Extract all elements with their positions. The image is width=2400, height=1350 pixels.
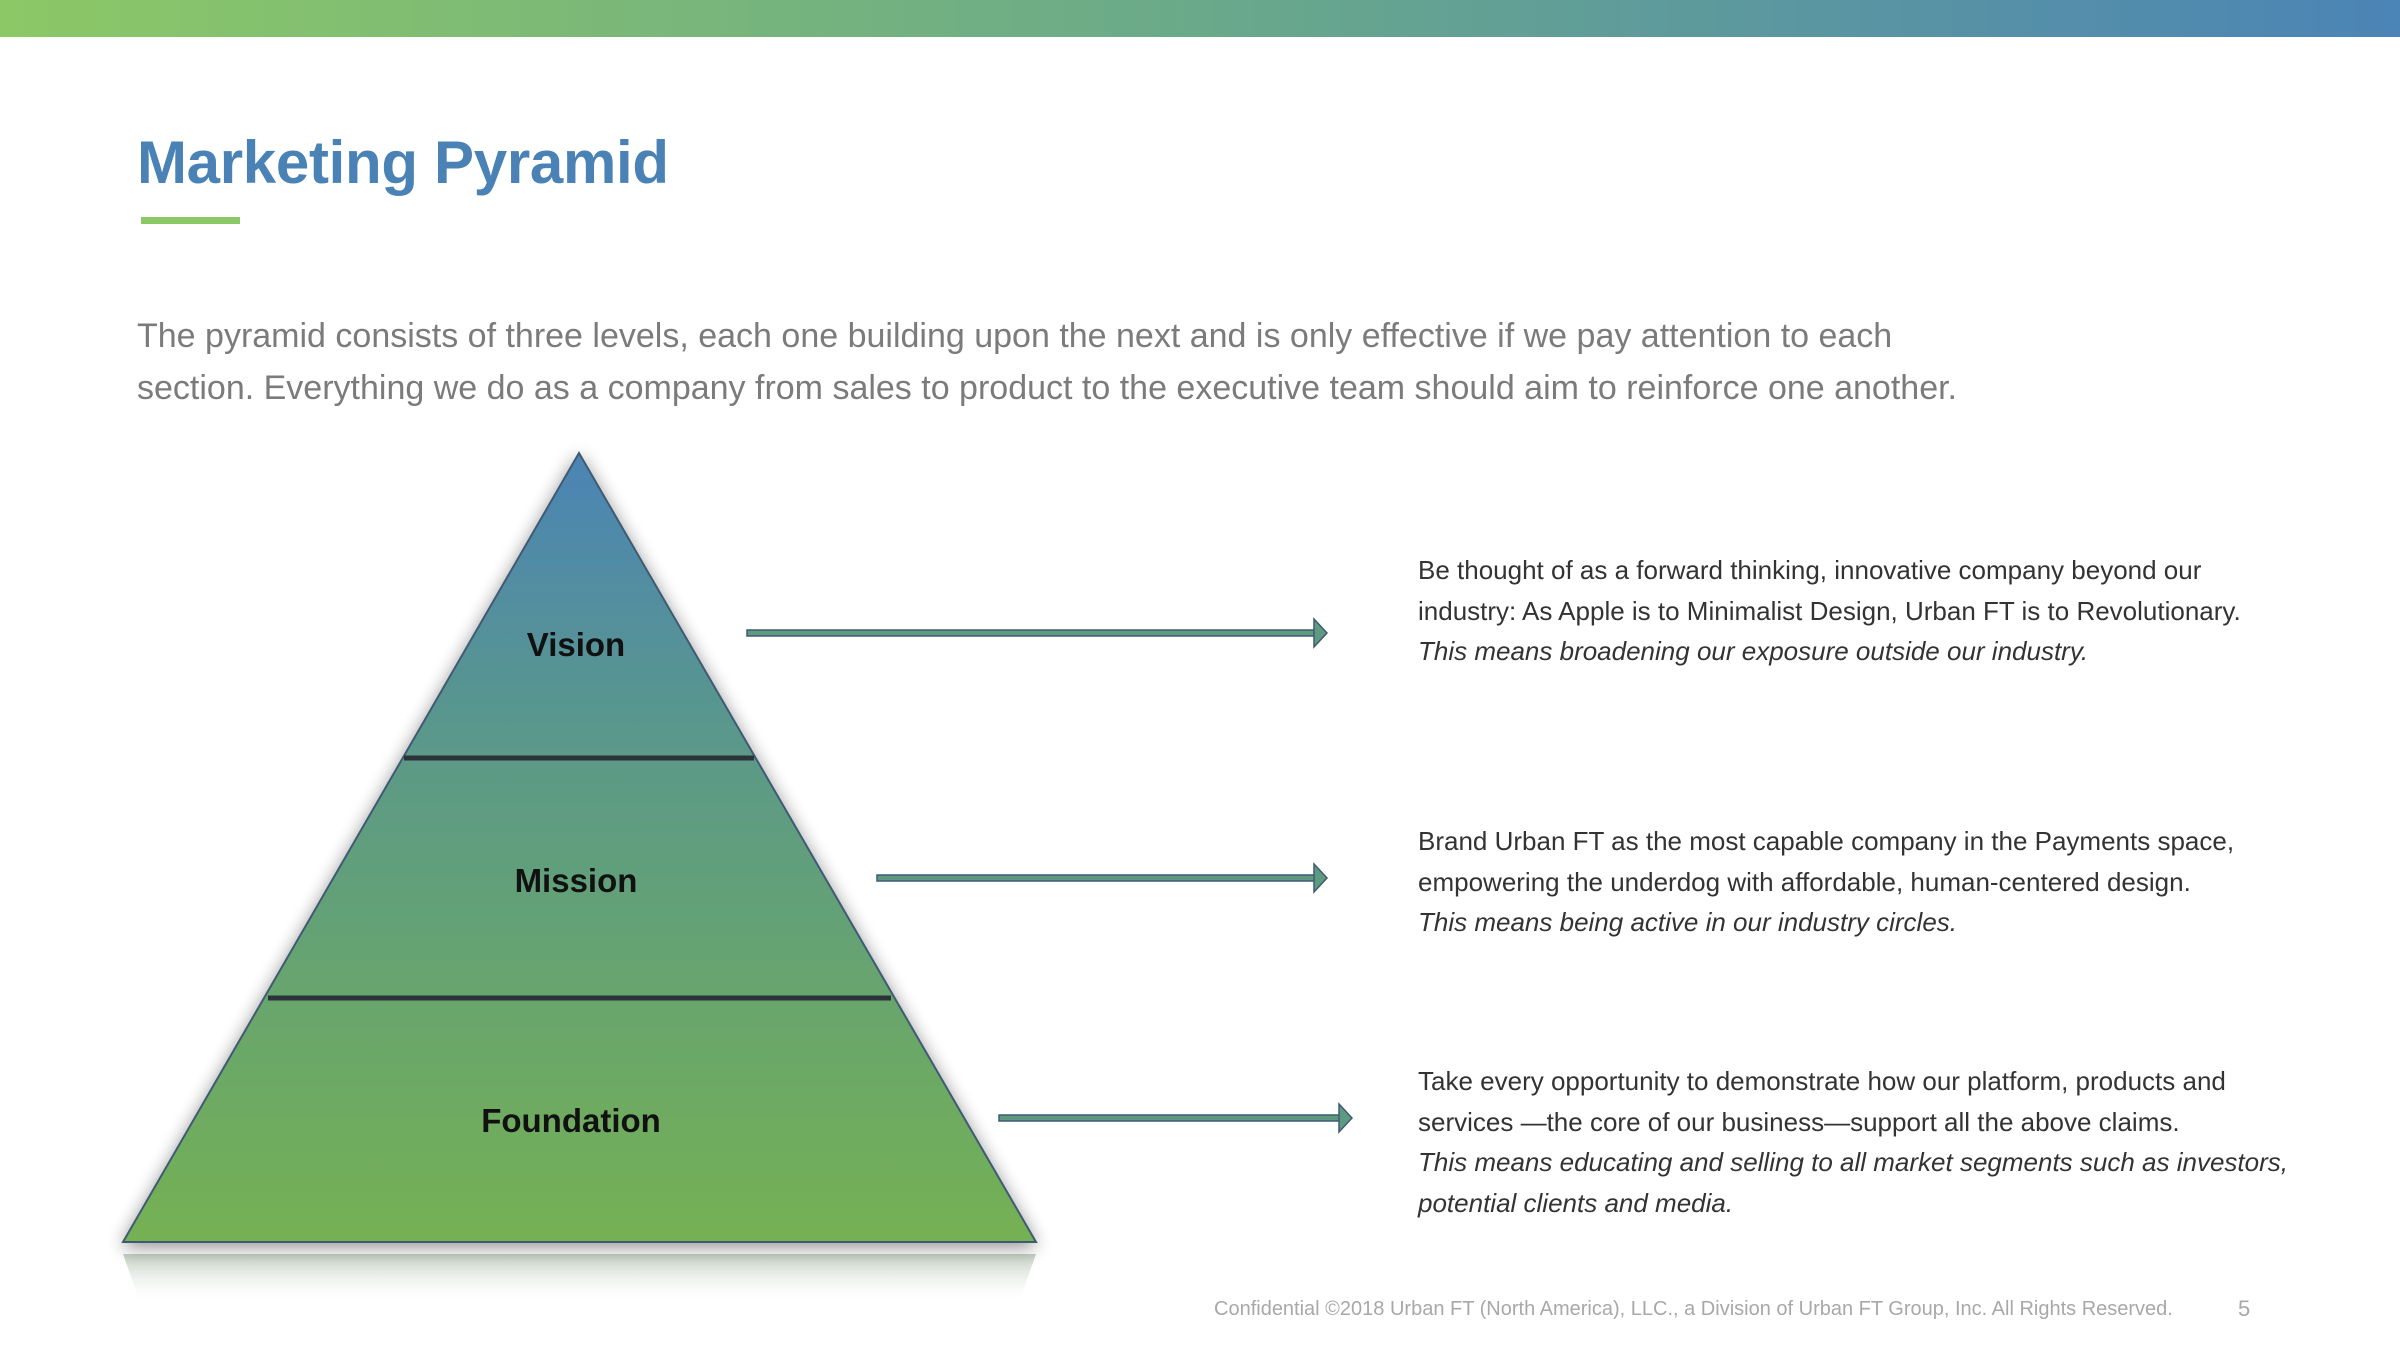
arrow-foundation (998, 1102, 1354, 1134)
level-label-foundation: Foundation (481, 1102, 661, 1139)
title-underline (141, 217, 240, 224)
description-line: Take every opportunity to demonstrate ho… (1418, 1066, 2226, 1096)
description-line: Brand Urban FT as the most capable compa… (1418, 826, 2235, 856)
description-emphasis: potential clients and media. (1418, 1187, 1734, 1218)
description-line: Be thought of as a forward thinking, inn… (1418, 555, 2202, 585)
pyramid-reflection (123, 1254, 1036, 1305)
description-emphasis: This means educating and selling to all … (1418, 1147, 2288, 1177)
top-gradient-bar (0, 0, 2400, 37)
arrow-mission (876, 862, 1329, 894)
mission-description: Brand Urban FT as the most capable compa… (1418, 821, 2318, 943)
vision-description: Be thought of as a forward thinking, inn… (1418, 550, 2318, 672)
intro-text: The pyramid consists of three levels, ea… (137, 310, 2237, 414)
description-line: industry: As Apple is to Minimalist Desi… (1418, 595, 2241, 626)
foundation-description: Take every opportunity to demonstrate ho… (1418, 1061, 2318, 1223)
description-emphasis: This means broadening our exposure outsi… (1418, 636, 2089, 666)
pyramid-shape (121, 451, 1038, 1243)
footer-copyright: Confidential ©2018 Urban FT (North Ameri… (1214, 1298, 2173, 1320)
intro-line: The pyramid consists of three levels, ea… (137, 317, 1893, 355)
arrow-vision (746, 617, 1329, 649)
slide-title: Marketing Pyramid (137, 129, 669, 196)
intro-line: section. Everything we do as a company f… (137, 369, 1957, 407)
level-label-vision: Vision (527, 626, 625, 663)
description-line: empowering the underdog with affordable,… (1418, 866, 2191, 897)
description-line: services —the core of our business—suppo… (1418, 1106, 2180, 1137)
level-label-mission: Mission (515, 862, 638, 899)
page-number: 5 (2238, 1296, 2251, 1321)
description-emphasis: This means being active in our industry … (1418, 907, 1958, 937)
